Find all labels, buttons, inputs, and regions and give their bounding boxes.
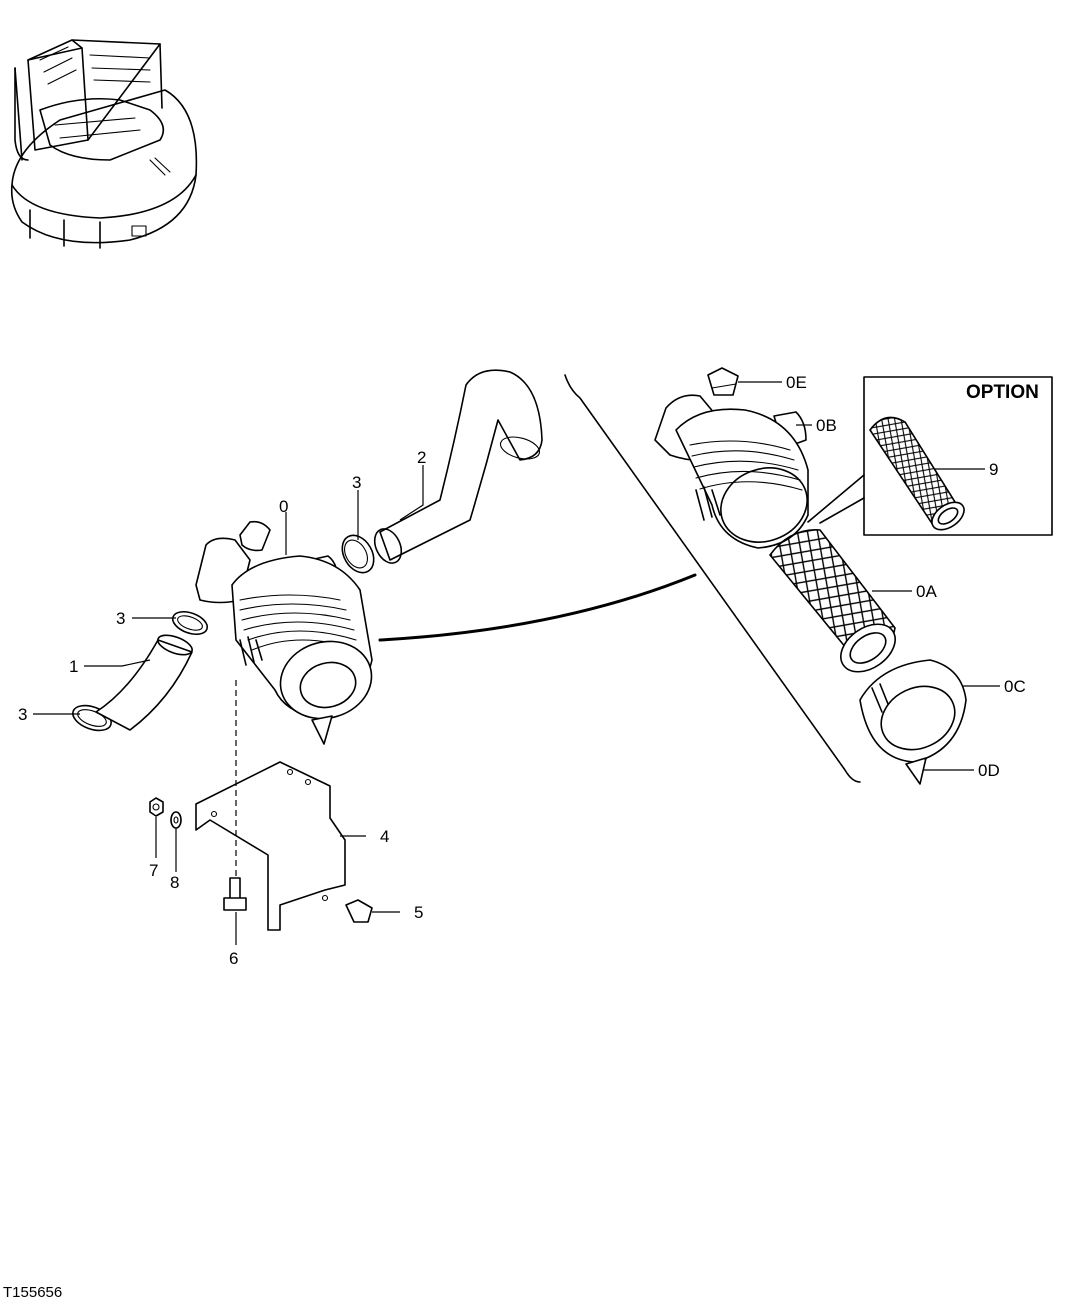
callout-primary-element: 0A xyxy=(916,582,937,601)
bracket xyxy=(195,680,346,931)
washer xyxy=(170,811,182,829)
callout-dust-valve: 0D xyxy=(978,761,1000,780)
callout-labels: 0 3 2 3 1 3 4 5 6 7 8 0E 0B 0A 0C 0D 9 O… xyxy=(3,373,1039,1301)
dust-valve xyxy=(905,757,927,785)
leader-lines xyxy=(33,381,1000,945)
option-label: OPTION xyxy=(966,382,1039,403)
cover xyxy=(859,659,967,763)
callout-housing: 0B xyxy=(816,416,837,435)
nut xyxy=(149,797,164,817)
callout-bracket: 4 xyxy=(380,827,389,846)
cap-screw xyxy=(223,877,247,911)
callout-inlet-hose: 1 xyxy=(69,657,78,676)
primary-element xyxy=(768,529,896,673)
callout-restriction-indicator: 0E xyxy=(786,373,807,392)
callout-cover: 0C xyxy=(1004,677,1026,696)
callout-nut: 7 xyxy=(149,861,158,880)
callout-clamp-left-upper: 3 xyxy=(116,609,125,628)
air-cleaner-assembly xyxy=(195,520,373,745)
callout-plug: 5 xyxy=(414,903,423,922)
inlet-hose xyxy=(95,634,193,731)
plug xyxy=(345,899,373,923)
clamp-left-upper xyxy=(171,610,209,636)
callout-cap-screw: 6 xyxy=(229,949,238,968)
exploded-view xyxy=(378,374,861,783)
clamp-upper xyxy=(341,534,375,574)
callout-outlet-hose: 2 xyxy=(417,448,426,467)
callout-clamp-left-lower: 3 xyxy=(18,705,27,724)
clamp-left-lower xyxy=(72,704,112,732)
figure-id: T155656 xyxy=(3,1284,62,1301)
machine-thumbnail xyxy=(10,39,198,249)
callout-clamp-upper: 3 xyxy=(352,473,361,492)
outlet-hose xyxy=(373,369,543,564)
restriction-indicator xyxy=(707,367,739,396)
housing xyxy=(654,394,809,549)
option-box xyxy=(807,376,1053,536)
callout-air-cleaner: 0 xyxy=(279,497,288,516)
callout-washer: 8 xyxy=(170,873,179,892)
callout-secondary-element: 9 xyxy=(989,460,998,479)
